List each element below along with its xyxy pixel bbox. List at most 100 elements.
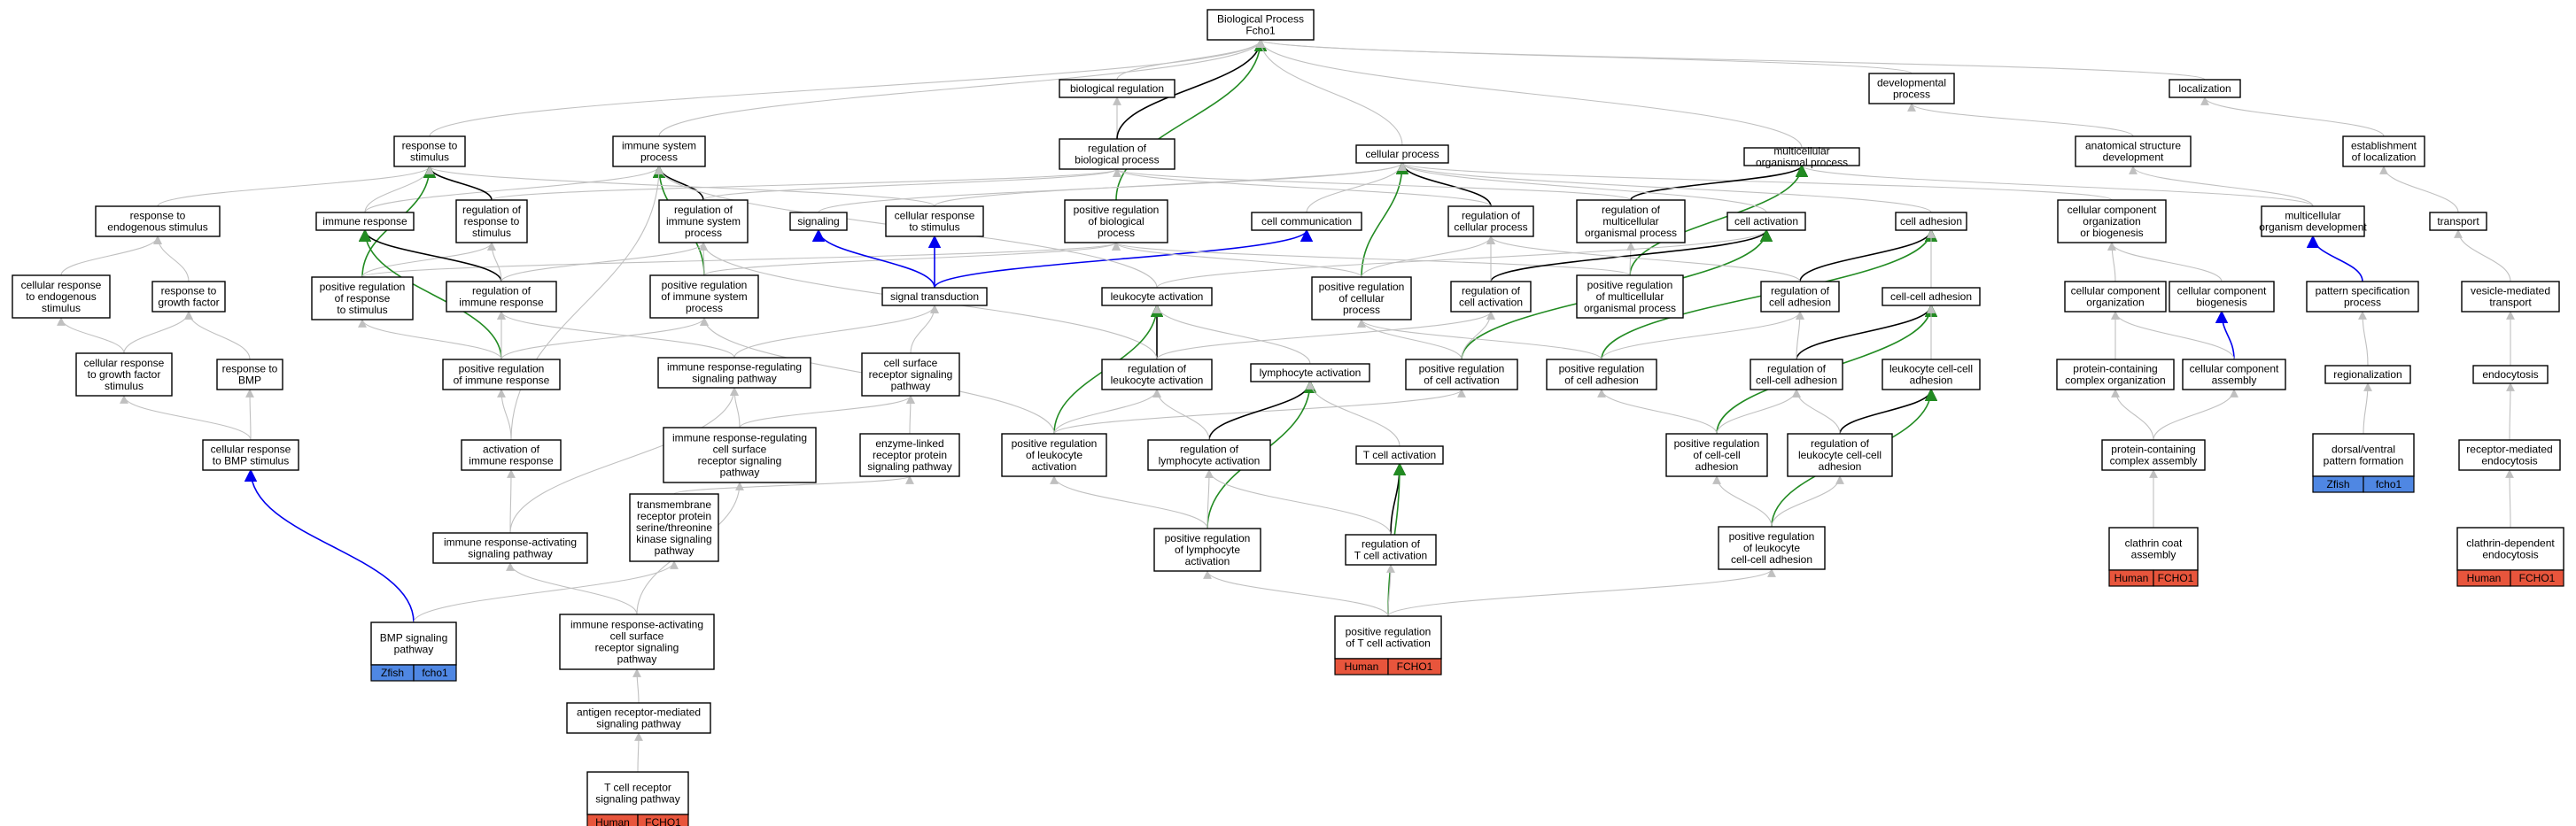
go-term-node[interactable]: signal transduction [881,287,988,306]
go-term-node[interactable]: cellular process [1355,144,1449,164]
node-box [1334,615,1442,660]
go-term-node[interactable]: regionalization [2324,365,2411,384]
node-box [2458,439,2561,471]
node-box [2057,199,2167,243]
go-term-node[interactable]: biological regulation [1059,79,1175,98]
node-label-line: regulation of [1462,210,1521,222]
go-term-node[interactable]: localization [2169,79,2241,98]
go-term-node[interactable]: signaling [789,212,848,231]
go-term-node[interactable]: transport [2429,212,2487,231]
node-label-line: receptor signaling [595,642,679,654]
go-term-node[interactable]: cell adhesion [1895,212,1967,231]
go-term-node[interactable]: T cell activation [1355,445,1444,465]
node-box [432,532,588,564]
edge-is-a [1306,381,1401,447]
go-term-node[interactable]: cell-cell adhesion [1882,287,1981,306]
gene-badge [2510,569,2564,587]
go-term-node[interactable]: cell communication [1251,212,1362,231]
go-term-node[interactable]: immune response [315,212,415,231]
go-term-node[interactable]: regulation ofT cell activation [1345,534,1437,566]
edge-is-a [1205,469,1392,536]
node-label-line: of localization [2352,151,2417,164]
edge-regulates [423,165,493,201]
go-term-node[interactable]: lymphocyte activation [1250,363,1370,382]
node-label-line: leukocyte activation [1111,290,1204,303]
node-label-line: receptor protein [637,510,711,522]
node-label-line: lymphocyte activation [1260,367,1362,379]
node-label-line: dorsal/ventral [2332,444,2395,456]
edge-is-a [1116,39,1265,81]
node-label-line: immune response-regulating [667,361,802,374]
go-term-node[interactable]: endocytosis [2472,365,2549,384]
species-label: Zfish [2326,478,2349,490]
go-term-node[interactable]: cell activation [1726,212,1806,231]
node-box [2472,365,2549,384]
go-term-node[interactable]: leukocyte activation [1101,287,1213,306]
